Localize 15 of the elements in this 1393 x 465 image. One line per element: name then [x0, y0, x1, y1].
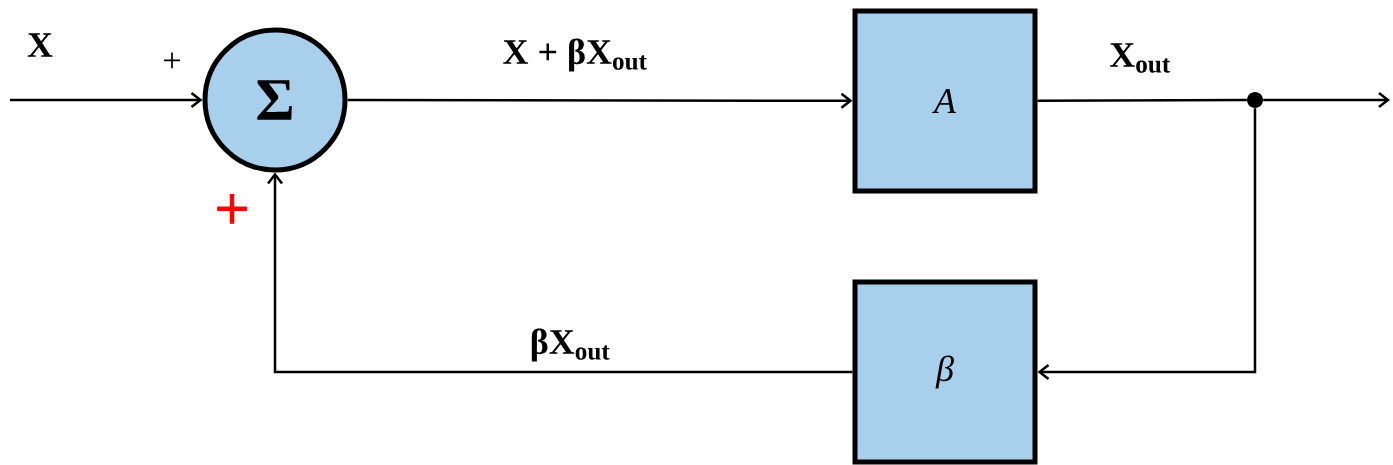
edge-label: X: [25, 31, 55, 59]
summing-junction: Σ: [202, 27, 348, 173]
arrow: [10, 92, 203, 108]
plus-sign: +: [217, 193, 247, 224]
arrow: [267, 172, 853, 374]
junction-dot: [1247, 92, 1263, 108]
block-box: A: [852, 8, 1038, 194]
edge-label: X$_{out}$: [1107, 41, 1173, 75]
edge-label: βX$_{out}$: [527, 326, 613, 364]
arrow: [1037, 108, 1257, 380]
arrow: [1263, 92, 1390, 108]
arrow: [347, 92, 853, 109]
edge-label: X + βX$_{out}$: [500, 36, 650, 74]
plus-sign: +: [164, 52, 180, 69]
block-box: β: [852, 279, 1038, 465]
